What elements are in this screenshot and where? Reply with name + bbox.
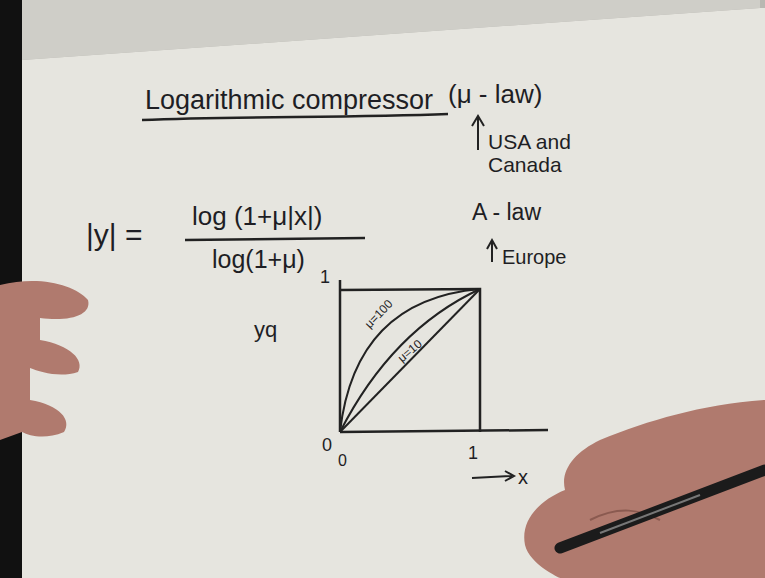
mu-10-curve [340, 289, 480, 432]
pen-highlight [600, 495, 700, 533]
axis-tick: 1 [320, 268, 330, 288]
linear-line [340, 289, 480, 432]
fraction-bar [185, 238, 365, 240]
right-hand [524, 400, 765, 578]
denominator: log(1+μ) [212, 246, 305, 274]
axis-tick: 1 [468, 444, 478, 464]
unit-box [340, 289, 480, 432]
region-note: Europe [502, 246, 567, 268]
formula-lhs: |y| = [86, 218, 142, 251]
axis-tick: 0 [322, 436, 332, 456]
y-axis [339, 280, 342, 432]
x-axis [340, 430, 548, 432]
axis-tick: 0 [338, 452, 347, 470]
left-hand [0, 281, 88, 440]
mu-100-curve [340, 289, 480, 432]
numerator: log (1+μ|x|) [192, 202, 322, 231]
paper-sheet [22, 8, 765, 578]
x-arrow [472, 471, 514, 481]
pointer-arrow [487, 240, 497, 262]
back-sheet [22, 0, 760, 60]
pen [560, 470, 765, 548]
region-note: USA and Canada [488, 130, 598, 176]
mu-law-note: (μ - law) [448, 80, 542, 109]
a-law-note: A - law [472, 200, 541, 225]
title: Logarithmic compressor [145, 86, 433, 116]
axis-name: x [518, 466, 528, 488]
pointer-arrow [472, 116, 484, 150]
axis-name: yq [254, 318, 277, 342]
